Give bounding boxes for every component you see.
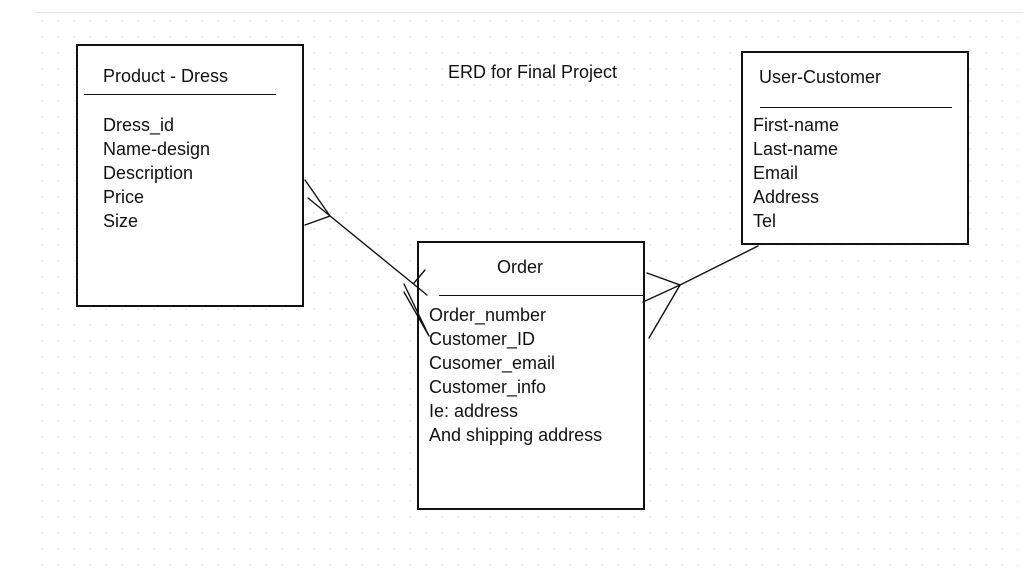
entity-title: Product - Dress <box>103 66 229 86</box>
attribute-dress-id: Dress_id <box>103 115 175 135</box>
entity-title: User-Customer <box>759 67 882 87</box>
attribute-name-design: Name-design <box>103 139 211 159</box>
attribute-customer-email: Cusomer_email <box>429 353 556 373</box>
attribute-address: Address <box>753 187 820 207</box>
entity-divider <box>84 94 276 95</box>
attribute-email: Email <box>753 163 799 183</box>
entity-product-dress[interactable]: Product - Dress Dress_id Name-design Des… <box>76 44 304 307</box>
attribute-tel: Tel <box>753 211 777 231</box>
top-rule <box>34 12 1023 13</box>
attribute-shipping-address: And shipping address <box>429 425 603 445</box>
entity-title: Order <box>497 257 544 277</box>
relationship-product-order <box>304 179 430 337</box>
crow-foot-product-end <box>304 179 332 226</box>
attribute-order-number: Order_number <box>429 305 547 325</box>
entity-user-customer[interactable]: User-Customer First-name Last-name Email… <box>741 51 969 245</box>
attribute-customer-info: Customer_info <box>429 377 547 397</box>
crow-foot-order-side <box>642 272 682 339</box>
entity-order[interactable]: Order Order_number Customer_ID Cusomer_e… <box>417 241 645 510</box>
attribute-list: Order_number Customer_ID Cusomer_email C… <box>429 303 602 447</box>
entity-divider <box>760 107 952 108</box>
attribute-price: Price <box>103 187 145 207</box>
connector-line <box>307 197 428 296</box>
attribute-size: Size <box>103 211 139 231</box>
crow-foot-order-end <box>403 269 430 337</box>
attribute-customer-id: Customer_ID <box>429 329 536 349</box>
attribute-first-name: First-name <box>753 115 840 135</box>
diagram-title: ERD for Final Project <box>448 62 618 82</box>
attribute-description: Description <box>103 163 194 183</box>
attribute-list: First-name Last-name Email Address Tel <box>753 113 839 233</box>
attribute-last-name: Last-name <box>753 139 839 159</box>
attribute-list: Dress_id Name-design Description Price S… <box>103 113 210 233</box>
entity-divider <box>439 295 645 296</box>
attribute-ie-address: Ie: address <box>429 401 519 421</box>
connector-line <box>679 245 759 286</box>
relationship-customer-order <box>642 245 759 339</box>
